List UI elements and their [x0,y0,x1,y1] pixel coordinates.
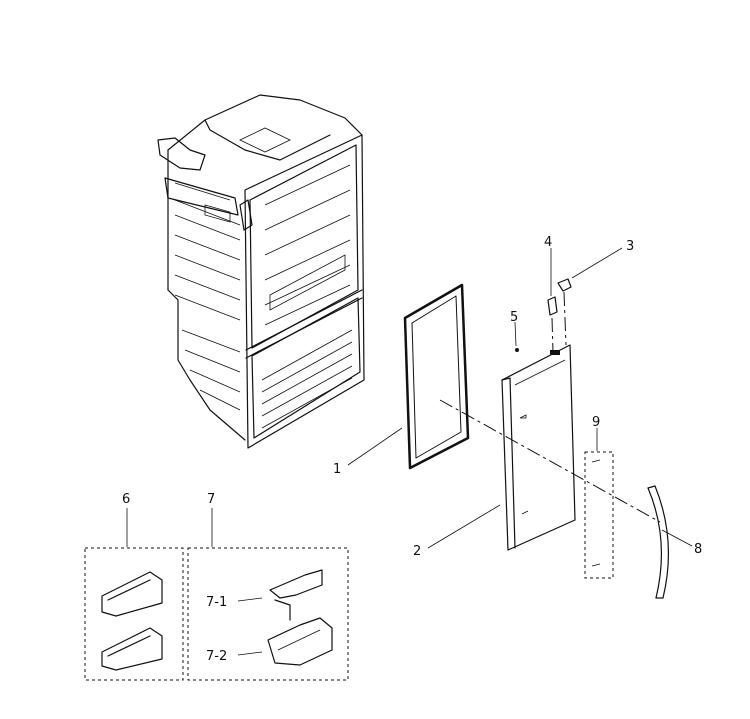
door-handle [647,485,670,599]
callout-6: 6 [122,492,130,507]
door-bin-group [84,547,184,681]
cabinet-assembly [157,94,365,449]
callout-8: 8 [694,542,702,557]
callout-7-2: 7-2 [206,649,227,664]
door-panel [501,344,576,551]
callout-3: 3 [626,239,634,254]
callout-5: 5 [510,310,518,325]
callout-7-1: 7-1 [206,595,227,610]
leader-lines [126,247,693,656]
callout-labels: 1 2 3 4 5 6 7 7-1 7-2 8 9 [122,235,702,664]
callout-9: 9 [592,415,600,430]
hinge-bracket [584,451,614,579]
hinge-hardware [515,278,572,353]
shelf-group [187,547,349,681]
door-gasket [403,283,470,470]
callout-7: 7 [207,492,215,507]
callout-4: 4 [544,235,552,250]
callout-2: 2 [413,544,421,559]
callout-1: 1 [333,462,341,477]
